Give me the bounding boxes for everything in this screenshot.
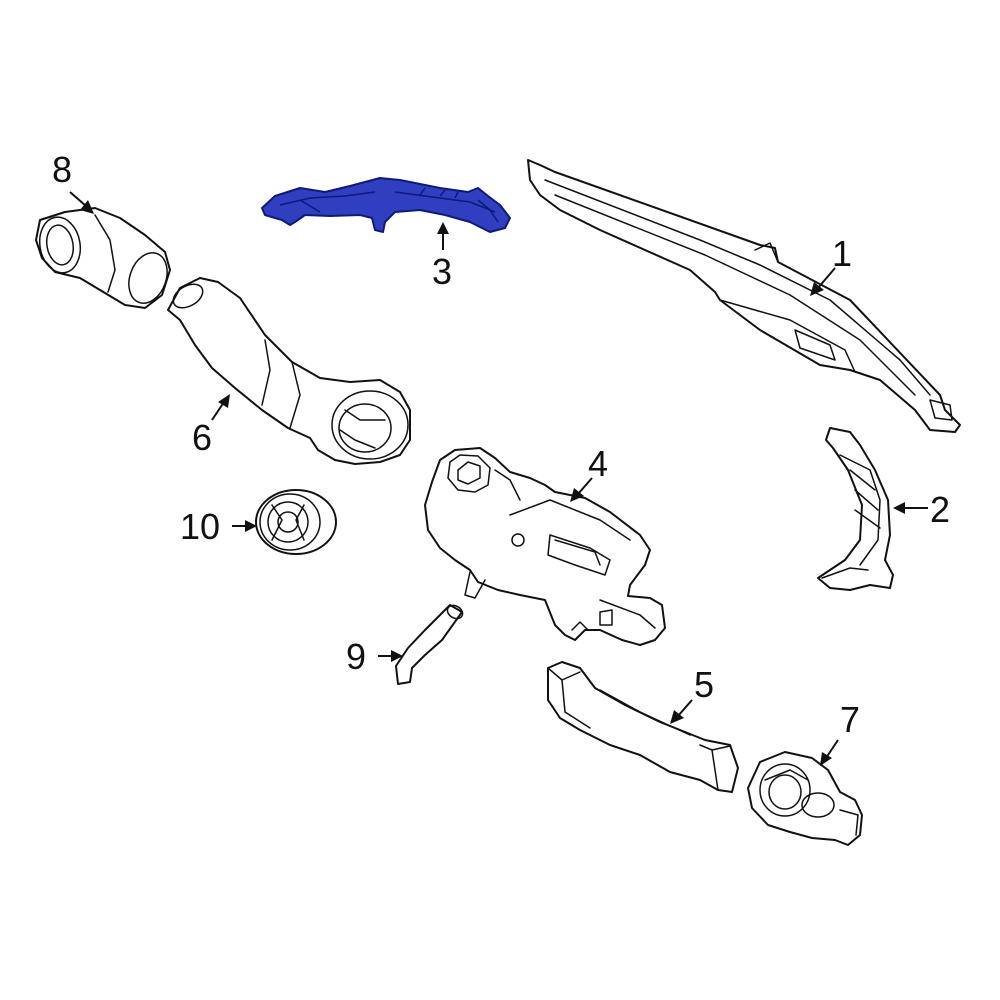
part-5-rect-duct[interactable] <box>547 661 739 793</box>
arrowhead-7 <box>820 752 832 766</box>
leader-7 <box>825 739 839 759</box>
callout-labels: 1 2 3 4 5 6 7 8 9 10 <box>52 149 950 740</box>
arrowhead-2 <box>893 502 905 514</box>
part-7-vent-housing[interactable] <box>747 751 863 846</box>
part-2-side-duct[interactable] <box>817 427 894 591</box>
arrowhead-5 <box>670 710 684 724</box>
arrowhead-6 <box>218 394 230 408</box>
part-4-housing[interactable] <box>424 447 666 646</box>
leader-5 <box>677 699 693 717</box>
callout-1: 1 <box>832 233 852 274</box>
leader-4 <box>577 477 593 495</box>
arrowhead-3 <box>437 222 449 234</box>
callout-7: 7 <box>840 699 860 740</box>
callout-6: 6 <box>192 417 212 458</box>
arrowhead-4 <box>570 488 584 502</box>
leader-lines <box>69 191 928 766</box>
callout-4: 4 <box>588 443 608 484</box>
callout-9: 9 <box>346 636 366 677</box>
part-10-nozzle[interactable] <box>255 489 337 555</box>
arrowhead-1 <box>810 282 824 296</box>
part-9-bent-tube[interactable] <box>395 603 465 685</box>
callout-5: 5 <box>694 664 714 705</box>
part-3-highlighted-duct[interactable] <box>261 177 511 233</box>
part-1-dash-duct[interactable] <box>527 159 961 433</box>
leader-1 <box>817 267 836 289</box>
callout-2: 2 <box>930 489 950 530</box>
arrowhead-8 <box>80 200 94 214</box>
callout-8: 8 <box>52 149 72 190</box>
leader-6 <box>211 401 225 421</box>
leader-8 <box>69 191 87 207</box>
callout-3: 3 <box>432 251 452 292</box>
part-6-hose[interactable] <box>167 277 411 465</box>
arrowhead-10 <box>245 520 257 532</box>
part-8-elbow[interactable] <box>35 207 173 309</box>
callout-10: 10 <box>180 506 220 547</box>
arrowhead-9 <box>391 650 403 662</box>
